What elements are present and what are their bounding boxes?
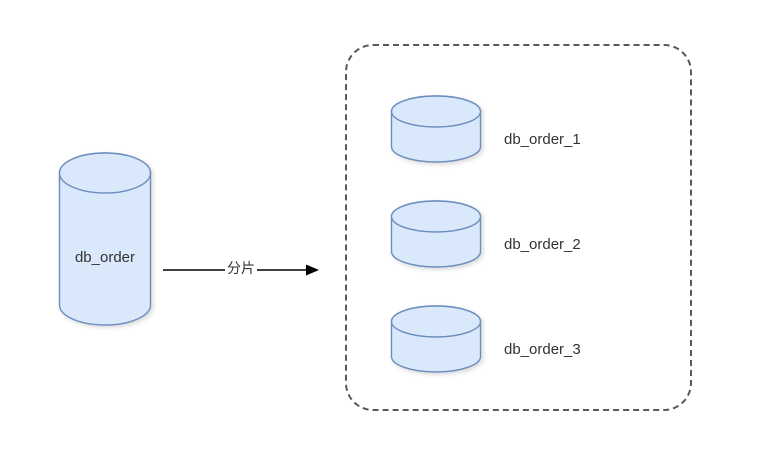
source-database-node: db_order: [58, 152, 152, 326]
database-cylinder-icon: [390, 305, 482, 373]
shard-label: db_order_1: [504, 130, 581, 148]
shard-node-3: db_order_3: [390, 305, 581, 373]
database-cylinder-icon: [390, 200, 482, 268]
arrow-label: 分片: [163, 260, 319, 276]
shard-node-1: db_order_1: [390, 95, 581, 163]
shard-group-container: db_order_1 db_order_2 db_order_3: [345, 44, 692, 411]
shard-label: db_order_3: [504, 340, 581, 358]
database-cylinder-icon: [58, 152, 152, 326]
arrow-label-text: 分片: [225, 260, 257, 276]
shard-arrow: 分片: [163, 258, 319, 282]
source-database-label: db_order: [74, 248, 136, 266]
database-cylinder-icon: [390, 95, 482, 163]
shard-node-2: db_order_2: [390, 200, 581, 268]
shard-label: db_order_2: [504, 235, 581, 253]
